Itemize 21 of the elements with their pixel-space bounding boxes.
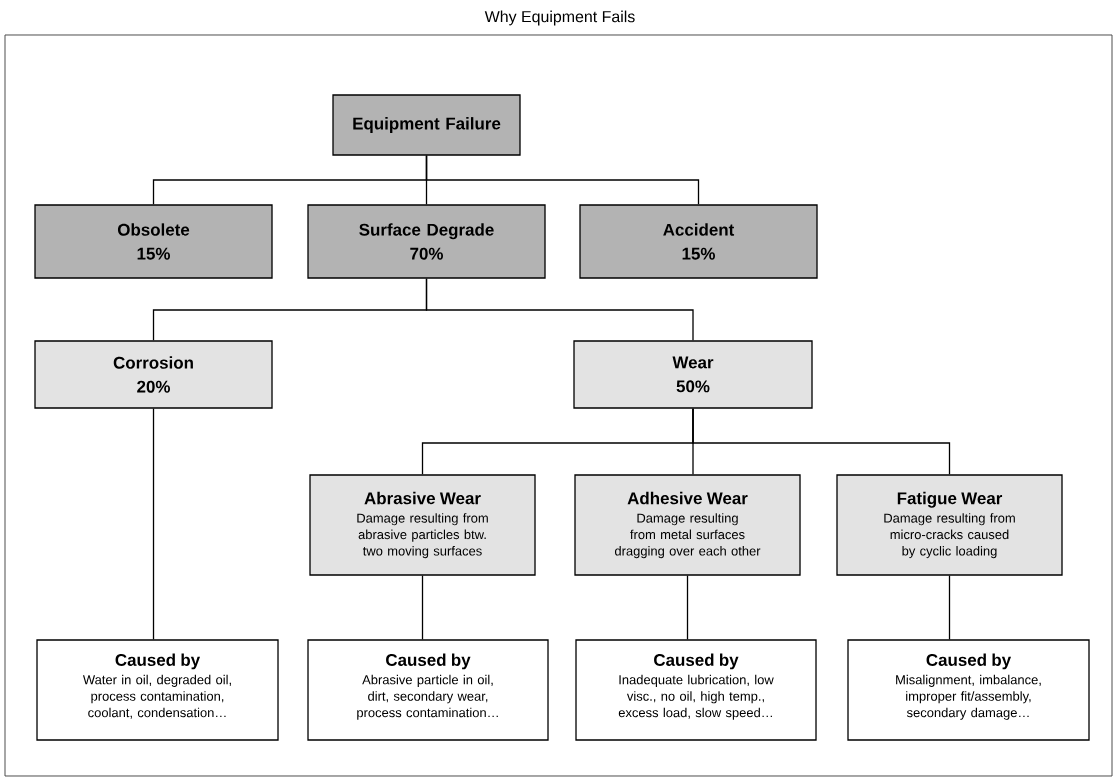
wear-type-box: Adhesive Wear Damage resulting from metal surfaces dragging over each other <box>574 474 801 576</box>
category-box: Obsolete 15% <box>34 204 273 279</box>
category-box: Surface Degrade 70% <box>307 204 546 279</box>
cause-box: Caused by Water in oil, degraded oil, process contamination, coolant, condensation… <box>36 639 279 741</box>
connector <box>686 575 689 640</box>
connector <box>425 155 700 205</box>
connector <box>421 575 424 640</box>
category-box: Equipment Failure <box>332 94 521 156</box>
category-box: Accident 15% <box>579 204 818 279</box>
title: Why Equipment Fails <box>484 10 635 26</box>
category-box: Corrosion 20% <box>34 340 273 409</box>
connector <box>425 278 694 341</box>
cause-box: Caused by Misalignment, imbalance, improper fit/assembly, secondary damage… <box>847 639 1090 741</box>
category-box: Wear 50% <box>573 340 813 409</box>
connector <box>692 408 951 475</box>
wear-type-box: Abrasive Wear Damage resulting from abrasive particles btw. two moving surfaces <box>309 474 536 576</box>
wear-type-box: Fatigue Wear Damage resulting from micro-cracks caused by cyclic loading <box>836 474 1063 576</box>
connector <box>152 408 155 640</box>
cause-box: Caused by Abrasive particle in oil, dirt, secondary wear, process contamination… <box>307 639 549 741</box>
connector <box>948 575 951 640</box>
cause-box: Caused by Inadequate lubrication, low visc., no oil, high temp., excess load, slow speed… <box>575 639 817 741</box>
